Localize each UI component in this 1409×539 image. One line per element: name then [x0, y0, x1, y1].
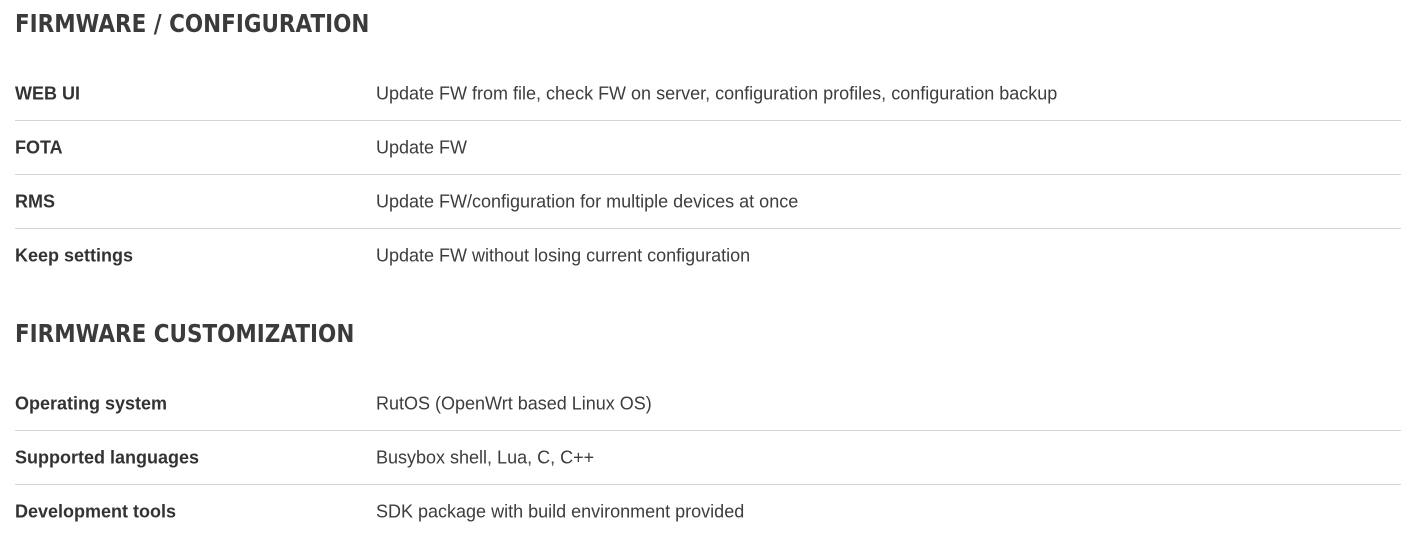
table-row: FOTA Update FW — [15, 121, 1401, 175]
section-title: FIRMWARE / CONFIGURATION — [15, 9, 370, 38]
row-label: Keep settings — [15, 245, 134, 266]
row-label: Supported languages — [15, 447, 200, 467]
row-label: Development tools — [15, 501, 177, 522]
table-row: Development tools SDK package with build… — [15, 485, 1401, 539]
row-label: Operating system — [15, 393, 168, 413]
row-label: FOTA — [15, 137, 63, 157]
row-value: Update FW from file, check FW on server,… — [376, 83, 1058, 103]
row-value: Busybox shell, Lua, C, C++ — [376, 447, 595, 467]
row-value: RutOS (OpenWrt based Linux OS) — [376, 393, 652, 413]
row-value: SDK package with build environment provi… — [376, 501, 745, 522]
table-row: RMS Update FW/configuration for multiple… — [15, 175, 1401, 229]
section-title: FIRMWARE CUSTOMIZATION — [15, 319, 355, 348]
table-row: WEB UI Update FW from file, check FW on … — [15, 67, 1401, 121]
row-value: Update FW/configuration for multiple dev… — [376, 191, 799, 211]
spec-table: WEB UI Update FW from file, check FW on … — [15, 67, 1401, 283]
spec-table: Operating system RutOS (OpenWrt based Li… — [15, 377, 1401, 539]
row-value: Update FW — [376, 137, 468, 157]
row-label: WEB UI — [15, 83, 80, 103]
row-value: Update FW without losing current configu… — [376, 245, 751, 266]
table-row: Keep settings Update FW without losing c… — [15, 229, 1401, 283]
table-row: Operating system RutOS (OpenWrt based Li… — [15, 377, 1401, 431]
row-label: RMS — [15, 191, 55, 211]
table-row: Supported languages Busybox shell, Lua, … — [15, 431, 1401, 485]
